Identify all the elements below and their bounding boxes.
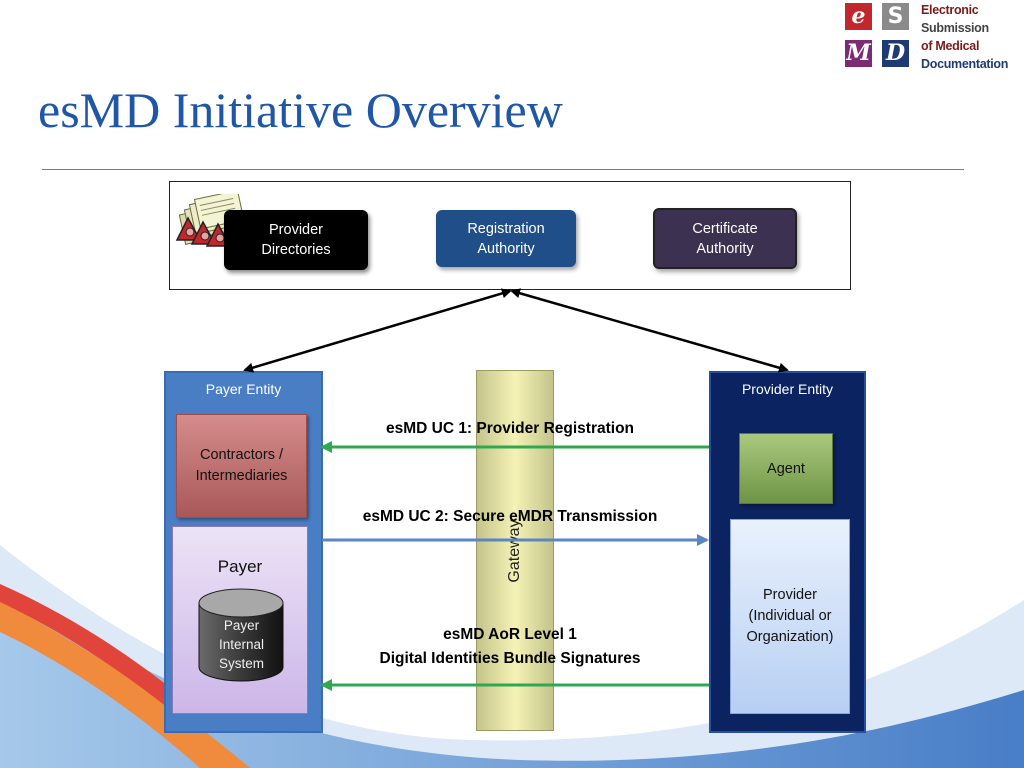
uc2-label: esMD UC 2: Secure eMDR Transmission — [362, 508, 658, 525]
uc1-label: esMD UC 1: Provider Registration — [385, 420, 635, 437]
provider-directories-box: Provider Directories — [224, 210, 368, 270]
slide-title: esMD Initiative Overview — [38, 82, 563, 138]
logo-line-1: Electronic — [921, 3, 979, 17]
arrow-payer-to-authorities — [243, 288, 512, 373]
logo-line-2: Submission — [921, 21, 989, 35]
logo-line-3: of Medical — [921, 39, 980, 53]
payer-entity-label: Payer Entity — [205, 381, 282, 397]
gateway-bar: Gateway — [476, 370, 554, 731]
registration-authority-label: Registration Authority — [467, 220, 545, 257]
contractors-label: Contractors / Intermediaries — [195, 447, 288, 484]
contractors-box: Contractors / Intermediaries — [176, 414, 307, 518]
aor-label-line2: Digital Identities Bundle Signatures — [379, 650, 641, 667]
certificate-authority-label: Certificate Authority — [692, 220, 758, 257]
provider-directories-label: Provider Directories — [261, 222, 331, 258]
logo-tile-e: e — [845, 3, 872, 30]
title-divider — [42, 169, 964, 170]
logo-tile-s: S — [882, 3, 909, 30]
logo-tile-d: D — [882, 40, 909, 67]
agent-label: Agent — [767, 460, 805, 477]
payer-internal-system-label: Payer Internal System — [218, 618, 265, 671]
logo-line-4: Documentation — [921, 57, 1009, 71]
provider-label: Provider (Individual or Organization) — [746, 587, 834, 645]
agent-box: Agent — [739, 433, 833, 504]
provider-box: Provider (Individual or Organization) — [730, 519, 850, 714]
aor-label-line1: esMD AoR Level 1 — [443, 626, 577, 643]
arrow-provider-to-authorities — [510, 288, 789, 373]
logo-tile-m: M — [845, 40, 872, 67]
registration-authority-box: Registration Authority — [436, 210, 576, 267]
payer-label: Payer — [217, 557, 263, 576]
logo-wordmark: Electronic Submission of Medical Documen… — [921, 1, 1021, 73]
provider-entity-label: Provider Entity — [741, 381, 834, 397]
certificate-authority-box: Certificate Authority — [653, 208, 797, 269]
database-icon — [198, 588, 284, 682]
